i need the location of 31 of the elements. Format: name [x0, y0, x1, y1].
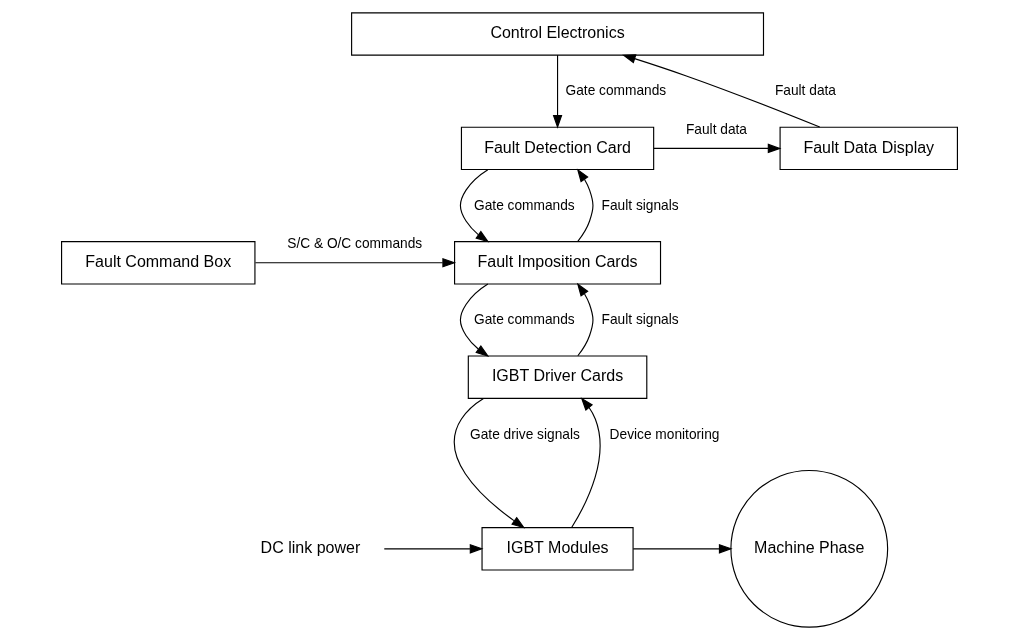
arrow — [570, 397, 601, 528]
node-circle: Machine Phase — [729, 469, 888, 628]
edge-label: Fault data — [685, 121, 747, 137]
arrow — [652, 143, 781, 154]
arrow — [453, 397, 525, 529]
arrow — [576, 168, 594, 242]
arrow — [383, 544, 483, 554]
node-box: IGBT Modules — [480, 527, 634, 571]
arrow — [621, 54, 820, 128]
node-box: Fault Command Box — [60, 241, 255, 285]
node-text: DC link power — [260, 539, 360, 557]
edge-label: Fault signals — [601, 312, 679, 328]
node-box: Fault Data Display — [779, 126, 958, 171]
edge-label: Fault data — [774, 83, 836, 99]
node-box: Fault Imposition Cards — [453, 241, 661, 285]
node-box: Fault Detection Card — [460, 126, 654, 171]
arrow — [552, 54, 562, 129]
edge-label: Gate commands — [565, 83, 666, 99]
edge-label: Gate drive signals — [469, 426, 580, 442]
arrow — [632, 544, 733, 554]
edge-label: Fault signals — [601, 197, 679, 213]
edge-label: Gate commands — [473, 312, 575, 328]
arrow — [459, 169, 489, 243]
edge-label: S/C & O/C commands — [286, 236, 422, 252]
edge-label: Device monitoring — [609, 426, 719, 442]
arrow — [576, 282, 594, 357]
arrow — [459, 283, 489, 357]
node-box: Control Electronics — [350, 12, 764, 56]
edge-label: Gate commands — [473, 197, 575, 213]
node-box: IGBT Driver Cards — [467, 355, 647, 399]
arrow — [254, 258, 456, 268]
